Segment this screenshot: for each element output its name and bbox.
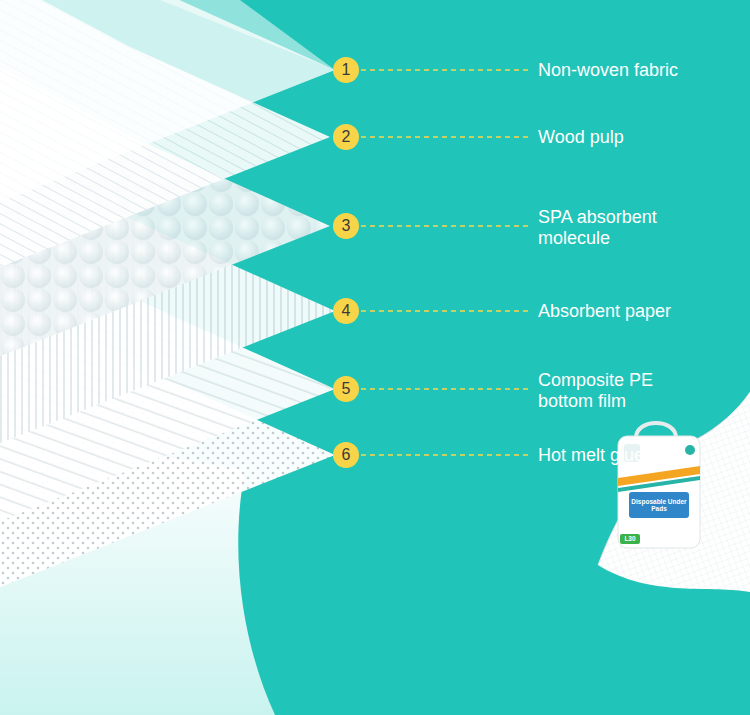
callout-number: 5 (333, 376, 359, 402)
part-name: Composite PE bottom film (538, 370, 688, 412)
part-name: Wood pulp (538, 127, 738, 148)
part-name: Absorbent paper (538, 301, 738, 322)
callout-number: 2 (333, 124, 359, 150)
callout-number: 1 (333, 57, 359, 83)
part-name: SPA absorbent molecule (538, 207, 698, 249)
package-text: Disposable Under Pads (629, 497, 689, 514)
callout-number: 3 (333, 213, 359, 239)
callout-number: 4 (333, 298, 359, 324)
part-name: Hot melt glue (538, 445, 738, 466)
callout-number: 6 (333, 442, 359, 468)
part-name: Non-woven fabric (538, 60, 738, 81)
package-text: L30 (622, 534, 637, 544)
